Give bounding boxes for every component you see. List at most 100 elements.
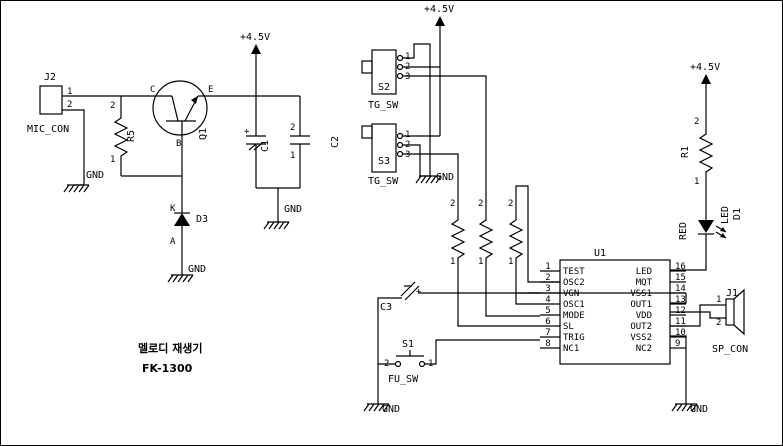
- r5-pin1: 1: [110, 155, 115, 165]
- j1-name: SP_CON: [712, 344, 748, 355]
- r1-ref: R1: [680, 146, 691, 158]
- u1-left-pin-num: 6: [545, 317, 550, 327]
- d3-a: A: [170, 237, 176, 247]
- u1-left-pin-name: OSC2: [563, 278, 585, 288]
- u1-right-pin-num: 15: [675, 273, 686, 283]
- r1-pin1: 1: [694, 177, 699, 187]
- u1-ref: U1: [594, 248, 606, 259]
- gnd-label-j2: GND: [86, 170, 104, 181]
- q1-b: B: [176, 139, 181, 149]
- diode-d3: K A D3: [170, 202, 208, 275]
- gnd-label-d3: GND: [188, 264, 206, 275]
- d1-color: RED: [678, 222, 689, 240]
- r5-ref: R5: [126, 130, 137, 142]
- c3-ref: C3: [380, 302, 392, 313]
- c2-pin1: 1: [290, 151, 295, 161]
- d3-ref: D3: [196, 214, 208, 225]
- vcc-label-switches: +4.5V: [424, 4, 454, 15]
- res-a-pin1: 1: [450, 257, 455, 267]
- res-b-pin2: 2: [478, 199, 483, 209]
- j2-ref: J2: [44, 72, 56, 83]
- j1-pin1: 1: [716, 295, 721, 305]
- u1-right-pin-name: NC2: [636, 344, 652, 354]
- j1-ref: J1: [726, 288, 738, 299]
- u1-left-pin-num: 5: [545, 306, 550, 316]
- u1-right-pin-name: VDD: [636, 311, 652, 321]
- speaker-connector-j1: 1 2 J1 SP_CON: [712, 288, 748, 355]
- capacitor-c2: 2 1 C2: [290, 96, 341, 188]
- res-c-pin1: 1: [508, 257, 513, 267]
- r5-pin2: 2: [110, 101, 115, 111]
- vcc-label-led: +4.5V: [690, 62, 720, 73]
- s1-ref: S1: [402, 339, 414, 350]
- s3-pin3: 3: [405, 150, 410, 160]
- vcc-label-left: +4.5V: [240, 32, 270, 43]
- u1-left-pin-name: NC1: [563, 344, 579, 354]
- u1-right-pin-num: 13: [675, 295, 686, 305]
- s2-name: TG_SW: [368, 100, 399, 111]
- mic-connector-j2: J2 1 2 MIC_CON: [27, 72, 72, 135]
- u1-left-pin-num: 1: [545, 262, 550, 272]
- j2-pin1: 1: [67, 87, 72, 97]
- transistor-q1: C E B Q1: [150, 80, 256, 176]
- s2-ref: S2: [378, 82, 390, 93]
- u1-right-pin-name: MQT: [636, 278, 653, 288]
- c1-ref: C1: [260, 140, 271, 152]
- u1-left-pin-num: 4: [545, 295, 550, 305]
- j2-pin2: 2: [67, 100, 72, 110]
- j1-pin2: 2: [716, 318, 721, 328]
- u1-left-pin-name: OSC1: [563, 300, 585, 310]
- toggle-switch-s3: 1 2 3 S3 TG_SW: [361, 123, 410, 187]
- u1-right-pin-num: 14: [675, 284, 686, 294]
- u1-right-pin-num: 10: [675, 328, 686, 338]
- model-number: FK-1300: [142, 362, 193, 375]
- s3-pin1: 1: [405, 130, 410, 140]
- gnd-label-caps: GND: [284, 204, 302, 215]
- toggle-switch-s2: 1 2 3 S2 TG_SW: [361, 49, 410, 111]
- u1-left-pin-name: TEST: [563, 267, 585, 277]
- u1-right-pin-name: OUT2: [630, 322, 652, 332]
- led-d1: RED LED D1: [678, 206, 743, 240]
- res-c-pin2: 2: [508, 199, 513, 209]
- c3-plus: +: [416, 287, 422, 297]
- capacitor-c1: + C1: [244, 96, 271, 188]
- u1-left-pin-num: 3: [545, 284, 550, 294]
- u1-right-pin-name: LED: [636, 267, 652, 277]
- d3-k: K: [170, 204, 176, 214]
- u1-right-pin-name: VSS2: [630, 333, 652, 343]
- j2-name: MIC_CON: [27, 124, 69, 135]
- resistor-osc1: 2 1: [478, 199, 493, 269]
- res-b-pin1: 1: [478, 257, 483, 267]
- c2-ref: C2: [330, 136, 341, 148]
- resistor-vgn: 2 1: [508, 199, 523, 269]
- d1-ref: D1: [732, 208, 743, 220]
- u1-left-pin-num: 2: [545, 273, 550, 283]
- s3-name: TG_SW: [368, 176, 399, 187]
- capacitor-c3: + C3: [380, 281, 422, 313]
- u1-right-pin-num: 12: [675, 306, 686, 316]
- c1-plus: +: [244, 127, 250, 137]
- push-switch-s1: 2 1 S1 FU_SW: [384, 339, 433, 385]
- u1-left-pin-num: 8: [545, 339, 550, 349]
- gnd-label-chip: GND: [690, 404, 708, 415]
- u1-left-pin-name: TRIG: [563, 333, 585, 343]
- u1-right-pin-num: 9: [675, 339, 680, 349]
- u1-right-pin-name: OUT1: [630, 300, 652, 310]
- schematic-title: 멜로디 재생기: [138, 341, 203, 355]
- u1-left-pin-name: VGN: [563, 289, 579, 299]
- c2-pin2: 2: [290, 123, 295, 133]
- q1-c: C: [150, 85, 155, 95]
- s2-pin1: 1: [405, 52, 410, 62]
- q1-ref: Q1: [198, 128, 209, 140]
- u1-left-pin-name: MODE: [563, 311, 585, 321]
- resistor-r5: 2 1 R5: [110, 96, 137, 176]
- u1-right-pin-num: 11: [675, 317, 686, 327]
- u1-left-pin-num: 7: [545, 328, 550, 338]
- resistor-osc2: 2 1: [450, 199, 465, 269]
- r1-pin2: 2: [694, 117, 699, 127]
- u1-right-pin-num: 16: [675, 262, 686, 272]
- gnd-label-switches: GND: [436, 172, 454, 183]
- q1-e: E: [208, 85, 213, 95]
